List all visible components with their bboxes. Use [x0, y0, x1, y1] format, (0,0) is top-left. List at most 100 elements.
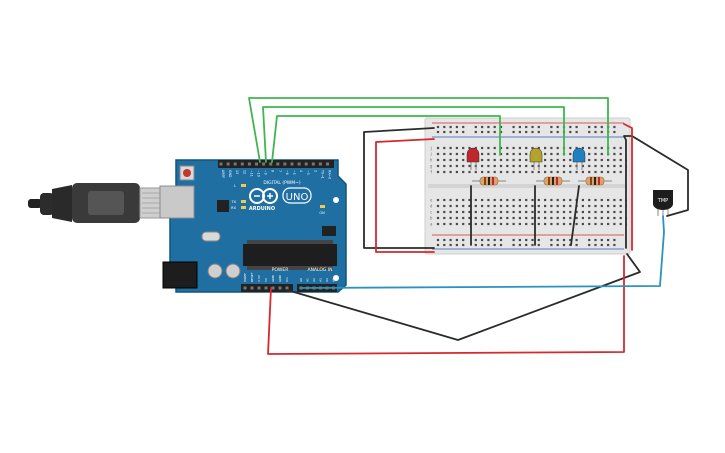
breadboard-hole[interactable] — [493, 222, 496, 226]
breadboard-hole[interactable] — [556, 130, 559, 134]
breadboard-hole[interactable] — [525, 130, 528, 134]
breadboard-hole[interactable] — [550, 204, 553, 208]
digital-pin-hole[interactable] — [240, 162, 244, 166]
breadboard-hole[interactable] — [588, 210, 591, 214]
breadboard-hole[interactable] — [569, 210, 572, 214]
breadboard-hole[interactable] — [462, 216, 465, 220]
breadboard-hole[interactable] — [474, 170, 477, 174]
breadboard-hole[interactable] — [588, 198, 591, 202]
breadboard-hole[interactable] — [481, 243, 484, 247]
breadboard-hole[interactable] — [581, 204, 584, 208]
breadboard-hole[interactable] — [600, 222, 603, 226]
breadboard-hole[interactable] — [594, 164, 597, 168]
breadboard-hole[interactable] — [600, 125, 603, 129]
digital-pin-hole[interactable] — [311, 162, 315, 166]
breadboard-hole[interactable] — [613, 198, 616, 202]
usb-cable[interactable] — [28, 183, 167, 223]
breadboard-hole[interactable] — [562, 238, 566, 242]
breadboard-hole[interactable] — [512, 238, 515, 242]
breadboard-hole[interactable] — [581, 146, 584, 150]
wire-green-pin-12[interactable] — [248, 97, 609, 163]
breadboard-hole[interactable] — [588, 158, 591, 162]
temperature-sensor[interactable]: TMP — [653, 190, 673, 216]
breadboard-hole[interactable] — [455, 125, 458, 129]
breadboard-hole[interactable] — [607, 164, 610, 168]
breadboard-hole[interactable] — [556, 204, 559, 208]
breadboard-hole[interactable] — [575, 210, 578, 214]
breadboard-hole[interactable] — [455, 130, 458, 134]
breadboard-hole[interactable] — [449, 204, 452, 208]
breadboard-hole[interactable] — [462, 152, 465, 156]
breadboard-hole[interactable] — [474, 210, 477, 214]
breadboard-hole[interactable] — [613, 222, 616, 226]
breadboard-hole[interactable] — [619, 158, 622, 162]
breadboard-hole[interactable] — [550, 216, 553, 220]
breadboard-hole[interactable] — [537, 125, 540, 129]
breadboard-hole[interactable] — [474, 125, 477, 129]
breadboard-hole[interactable] — [594, 198, 597, 202]
breadboard-hole[interactable] — [443, 243, 446, 247]
breadboard-hole[interactable] — [443, 222, 446, 226]
breadboard-hole[interactable] — [588, 238, 591, 242]
breadboard-hole[interactable] — [499, 216, 503, 220]
breadboard-hole[interactable] — [481, 170, 484, 174]
breadboard-hole[interactable] — [481, 125, 484, 129]
breadboard-hole[interactable] — [512, 152, 515, 156]
breadboard-hole[interactable] — [619, 146, 622, 150]
breadboard-hole[interactable] — [436, 210, 440, 214]
breadboard-hole[interactable] — [518, 164, 521, 168]
breadboard-hole[interactable] — [556, 198, 559, 202]
wire-blue-a0-sensor[interactable] — [299, 215, 665, 289]
breadboard-hole[interactable] — [449, 216, 452, 220]
breadboard-hole[interactable] — [506, 158, 509, 162]
wire-red-rail-left[interactable] — [375, 138, 435, 253]
breadboard-hole[interactable] — [600, 130, 603, 134]
breadboard-hole[interactable] — [512, 158, 515, 162]
breadboard-hole[interactable] — [468, 204, 471, 208]
breadboard-hole[interactable] — [613, 216, 616, 220]
breadboard-hole[interactable] — [600, 198, 603, 202]
breadboard-hole[interactable] — [588, 204, 591, 208]
breadboard-hole[interactable] — [512, 125, 515, 129]
breadboard-hole[interactable] — [462, 125, 465, 129]
breadboard-hole[interactable] — [562, 198, 566, 202]
breadboard-hole[interactable] — [449, 238, 452, 242]
breadboard-hole[interactable] — [562, 204, 566, 208]
breadboard-hole[interactable] — [449, 146, 452, 150]
breadboard-hole[interactable] — [449, 158, 452, 162]
breadboard-hole[interactable] — [569, 216, 572, 220]
breadboard-hole[interactable] — [455, 222, 458, 226]
breadboard-hole[interactable] — [594, 216, 597, 220]
breadboard-hole[interactable] — [487, 130, 490, 134]
breadboard-hole[interactable] — [531, 238, 534, 242]
breadboard-hole[interactable] — [569, 158, 572, 162]
breadboard-hole[interactable] — [518, 152, 521, 156]
breadboard-hole[interactable] — [468, 170, 471, 174]
breadboard-hole[interactable] — [481, 216, 484, 220]
breadboard-hole[interactable] — [581, 170, 584, 174]
breadboard-hole[interactable] — [550, 210, 553, 214]
breadboard-hole[interactable] — [512, 198, 515, 202]
breadboard-hole[interactable] — [525, 152, 528, 156]
breadboard-hole[interactable] — [531, 146, 534, 150]
breadboard-hole[interactable] — [550, 152, 553, 156]
breadboard-hole[interactable] — [550, 198, 553, 202]
breadboard-hole[interactable] — [481, 164, 484, 168]
breadboard-hole[interactable] — [550, 170, 553, 174]
breadboard-hole[interactable] — [455, 210, 458, 214]
breadboard-hole[interactable] — [512, 216, 515, 220]
breadboard-hole[interactable] — [462, 170, 465, 174]
breadboard-hole[interactable] — [443, 152, 446, 156]
breadboard-hole[interactable] — [544, 164, 547, 168]
breadboard-hole[interactable] — [512, 170, 515, 174]
breadboard-hole[interactable] — [525, 170, 528, 174]
digital-pin-hole[interactable] — [269, 162, 273, 166]
breadboard-hole[interactable] — [462, 146, 465, 150]
breadboard-hole[interactable] — [518, 238, 521, 242]
breadboard-hole[interactable] — [613, 130, 616, 134]
breadboard-hole[interactable] — [436, 222, 440, 226]
breadboard-hole[interactable] — [487, 238, 490, 242]
breadboard-hole[interactable] — [550, 125, 553, 129]
breadboard-hole[interactable] — [481, 146, 484, 150]
breadboard-hole[interactable] — [487, 198, 490, 202]
